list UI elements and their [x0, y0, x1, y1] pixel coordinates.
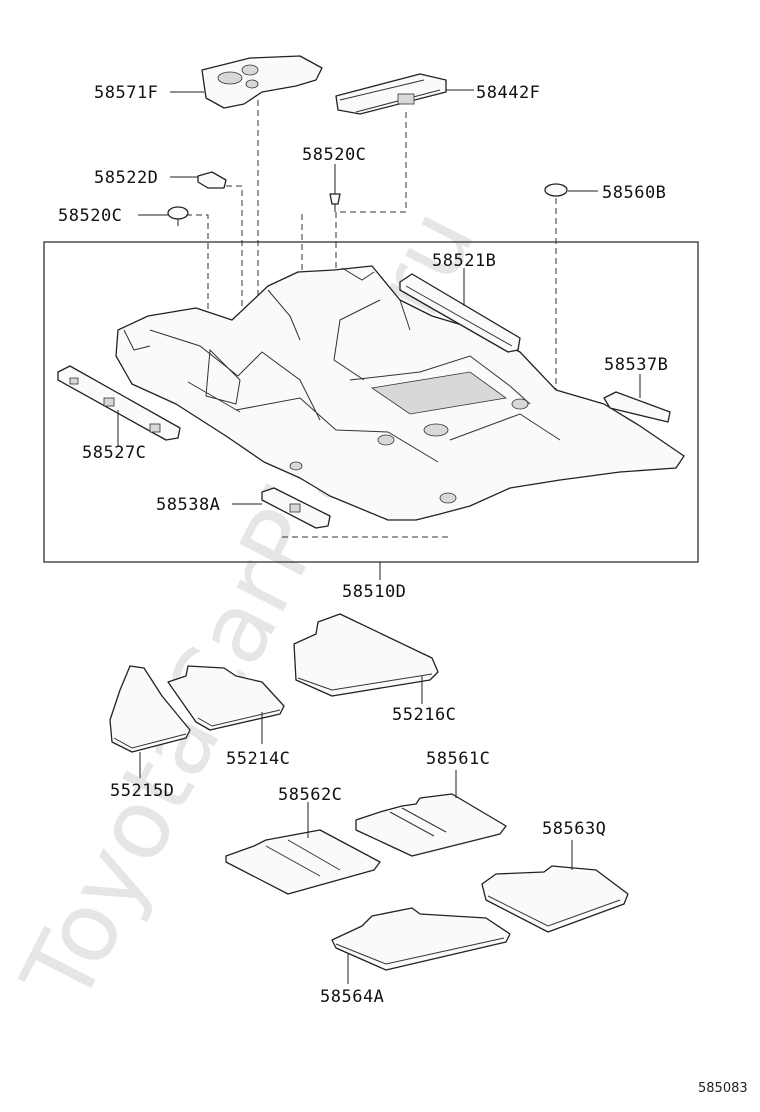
label-58537B: 58537B	[604, 355, 668, 375]
label-55215D: 55215D	[110, 781, 174, 801]
reference-number: 585083	[698, 1081, 748, 1096]
label-58510D: 58510D	[342, 582, 406, 602]
part-55216C-shape	[293, 613, 439, 697]
label-58522D: 58522D	[94, 168, 158, 188]
part-58527C-shape	[57, 365, 181, 441]
label-55214C: 55214C	[226, 749, 290, 769]
label-58564A: 58564A	[320, 987, 384, 1007]
part-58564A-shape	[331, 907, 511, 971]
label-58560B: 58560B	[602, 183, 666, 203]
part-58538A-shape	[261, 487, 331, 529]
label-58538A: 58538A	[156, 495, 220, 515]
label-58520C-left: 58520C	[58, 206, 122, 226]
part-55215D-shape	[109, 665, 191, 753]
label-58562C: 58562C	[278, 785, 342, 805]
label-58527C: 58527C	[82, 443, 146, 463]
label-58561C: 58561C	[426, 749, 490, 769]
part-58560B-shape	[544, 183, 568, 197]
part-58522D-shape	[197, 171, 227, 189]
part-58520C-left-shape	[167, 206, 189, 226]
assembly-frame-58510D	[43, 241, 699, 563]
part-55214C-shape	[167, 665, 285, 731]
label-55216C: 55216C	[392, 705, 456, 725]
label-58563Q: 58563Q	[542, 819, 606, 839]
part-58561C-shape	[355, 793, 507, 857]
label-58521B: 58521B	[432, 251, 496, 271]
part-58510D-carpet-shape	[115, 265, 685, 521]
part-58571F-shape	[201, 55, 323, 109]
part-58442F-shape	[335, 73, 447, 115]
part-58521B-shape	[399, 273, 521, 353]
part-58537B-shape	[603, 391, 671, 423]
part-58562C-shape	[225, 829, 381, 895]
label-58571F: 58571F	[94, 83, 158, 103]
part-58563Q-shape	[481, 865, 629, 933]
label-58520C-top: 58520C	[302, 145, 366, 165]
label-58442F: 58442F	[476, 83, 540, 103]
part-58520C-top-shape	[329, 193, 341, 212]
